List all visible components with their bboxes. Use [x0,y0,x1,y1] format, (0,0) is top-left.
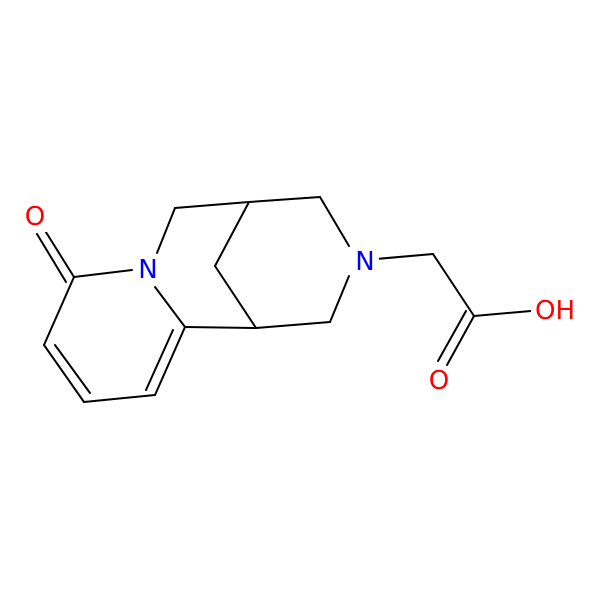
amide-nitrogen-label: N [138,255,157,285]
amine-nitrogen-label: N [355,247,374,277]
bond-bridge-ch-bottom [214,265,257,329]
bond-c-c-ring-2-double-a [43,344,85,403]
hydroxyl-label: OH [535,296,575,326]
bond-ch-c-aromatic [184,326,257,329]
bond-n-ch2 [156,207,176,254]
bond-c-n-ring [154,286,186,328]
bond-c-c-ring-1 [43,276,75,346]
bond-ch-bridge-top [214,201,250,267]
bond-c-o-acid-double-b [437,310,467,362]
bond-c-oh [473,310,532,317]
bond-c-c-ring-4-double-a [154,326,186,396]
bond-c-o-acid-double-a [446,315,475,366]
bond-c-c-ring-2-double-b [54,344,91,394]
bond-ch2-ch-bottom [255,321,331,329]
bond-n-amine-ch2-bottom [329,275,350,323]
bond-c-n-amide [73,269,133,278]
label-mask-hydroxyl [531,296,577,326]
bond-c-c-ring-3 [83,394,156,403]
bond-ch-ch2-top [248,196,321,203]
bond-n-amine-ch2-side [375,253,434,260]
acid-carbonyl-oxygen-label: O [429,366,449,396]
bond-ch2-n-amine-top [319,196,350,247]
label-mask-carbonyl-o [22,202,50,232]
bond-c-o-carbonyl-1 [43,228,75,278]
bond-ch2-ch [174,201,250,209]
bond-ch2-c-acid [432,253,475,317]
carbonyl-oxygen-label: O [25,202,45,232]
label-mask-acid-o [425,366,453,396]
atom-labels: O N N OH O [22,202,577,396]
bond-c-c-ring-4-double-b [145,329,174,391]
bond-c-o-carbonyl-2 [36,233,67,283]
label-mask-amide-n [134,255,162,285]
bonds [36,196,532,403]
label-mask-amine-n [351,247,379,277]
